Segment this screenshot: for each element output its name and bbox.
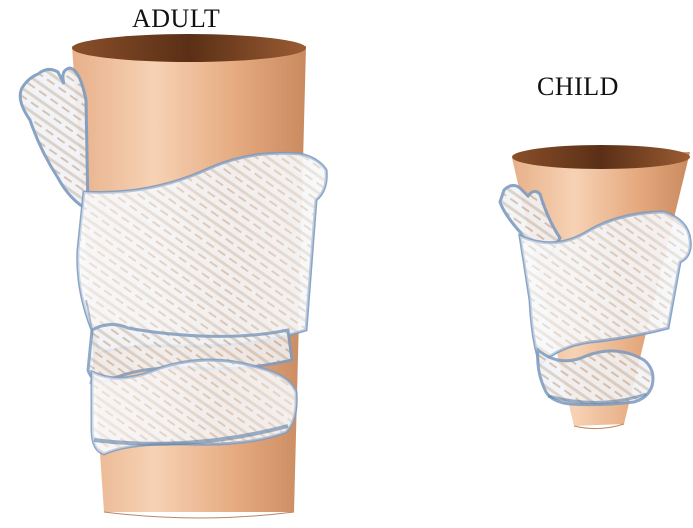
adult-larynx-illustration: [20, 34, 326, 518]
child-label: CHILD: [537, 72, 619, 102]
child-larynx-illustration: [500, 145, 690, 429]
adult-label: ADULT: [132, 4, 220, 34]
adult-trachea-opening: [72, 34, 306, 62]
adult-epiglottis: [20, 68, 88, 210]
child-trachea-opening: [512, 145, 690, 169]
